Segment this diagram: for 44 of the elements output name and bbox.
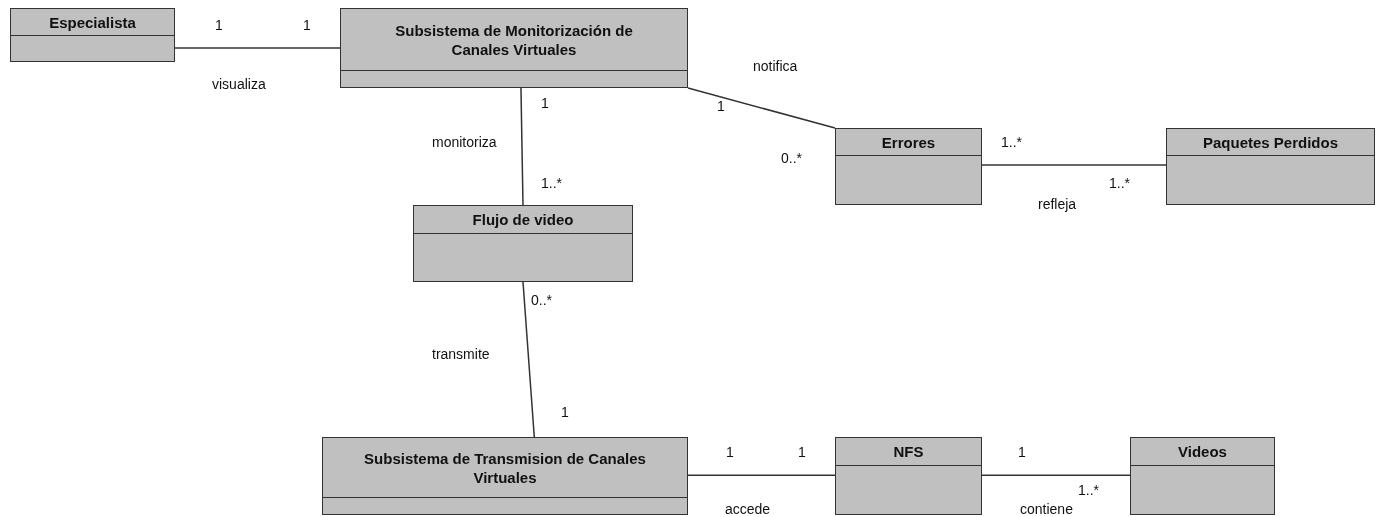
association-line — [687, 87, 836, 129]
multiplicity-label: 1 — [561, 404, 569, 420]
association-line — [981, 474, 1131, 476]
class-name: Flujo de video — [472, 210, 574, 229]
association-line — [981, 164, 1167, 166]
class-box — [413, 205, 633, 282]
multiplicity-label: 0..* — [531, 292, 552, 308]
class-box — [1166, 128, 1375, 205]
class-name: Videos — [1178, 442, 1227, 461]
edge-label: contiene — [1020, 501, 1073, 517]
association-line — [687, 474, 836, 476]
class-name: Errores — [881, 132, 936, 152]
class-box — [835, 437, 982, 515]
multiplicity-label: 1 — [717, 98, 725, 114]
edge-label: visualiza — [212, 76, 266, 92]
multiplicity-label: 1 — [303, 17, 311, 33]
edge-label: transmite — [432, 346, 490, 362]
multiplicity-label: 1 — [215, 17, 223, 33]
multiplicity-label: 1 — [541, 95, 549, 111]
multiplicity-label: 1..* — [1078, 482, 1099, 498]
association-line — [520, 87, 524, 206]
edge-label: accede — [725, 501, 771, 517]
class-name: Paquetes Perdidos — [1202, 132, 1338, 152]
class-box — [10, 8, 175, 62]
multiplicity-label: 1 — [1018, 444, 1026, 460]
multiplicity-label: 1 — [726, 444, 734, 460]
multiplicity-label: 1..* — [541, 175, 562, 191]
association-line — [174, 47, 341, 49]
class-name: Subsistema de Monitorización de Canales Virtuales — [394, 20, 634, 59]
edge-label: monitoriza — [432, 134, 497, 150]
class-name: Subsistema de Transmision de Canales Virtuales — [363, 448, 647, 487]
class-name: NFS — [893, 442, 924, 461]
multiplicity-label: 1..* — [1109, 175, 1130, 191]
association-line — [522, 281, 536, 438]
class-box — [1130, 437, 1275, 515]
multiplicity-label: 1..* — [1001, 134, 1022, 150]
class-box — [340, 8, 688, 88]
multiplicity-label: 1 — [798, 444, 806, 460]
edge-label: notifica — [753, 58, 798, 74]
class-box — [835, 128, 982, 205]
multiplicity-label: 0..* — [781, 150, 802, 166]
class-box — [322, 437, 688, 515]
class-name: Especialista — [49, 12, 136, 32]
edge-label: refleja — [1038, 196, 1077, 212]
